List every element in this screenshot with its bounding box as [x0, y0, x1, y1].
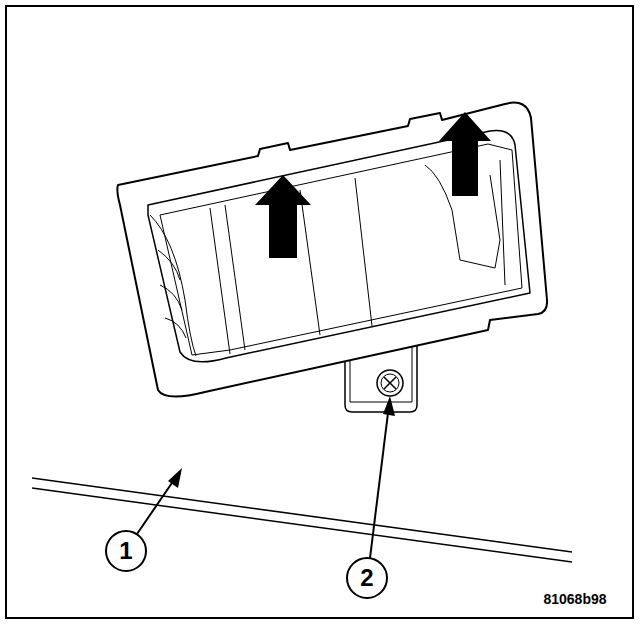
figure-code: 81068b98	[543, 592, 606, 606]
callout-number: 2	[360, 566, 373, 590]
leader-arrowhead	[168, 396, 395, 488]
vent-louvers	[150, 160, 505, 356]
leader-line	[137, 405, 389, 558]
direction-arrow	[255, 112, 491, 258]
callout-circle	[106, 531, 387, 598]
vent-housing	[117, 103, 547, 397]
callout-number: 1	[119, 539, 132, 563]
frame-border	[6, 6, 633, 618]
